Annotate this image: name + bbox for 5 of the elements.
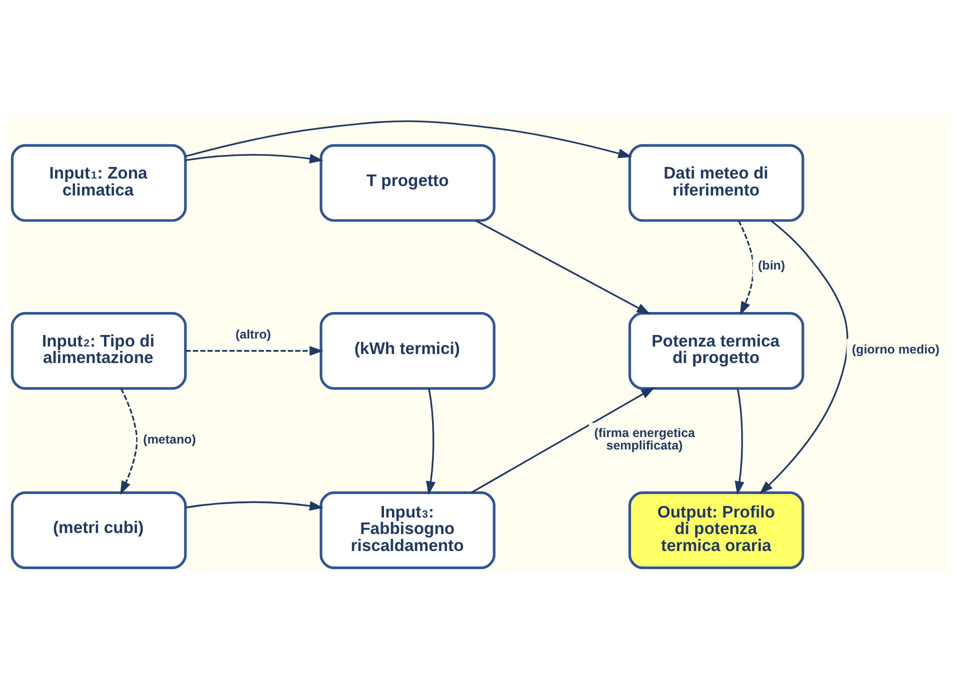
edge-label: (metano) [143,432,196,446]
edge-label: (altro) [235,327,271,342]
edge-label: (bin) [758,258,786,273]
edge-label: (firma energetica semplificata) [594,426,696,453]
edge-label: (giorno medio) [852,342,940,357]
